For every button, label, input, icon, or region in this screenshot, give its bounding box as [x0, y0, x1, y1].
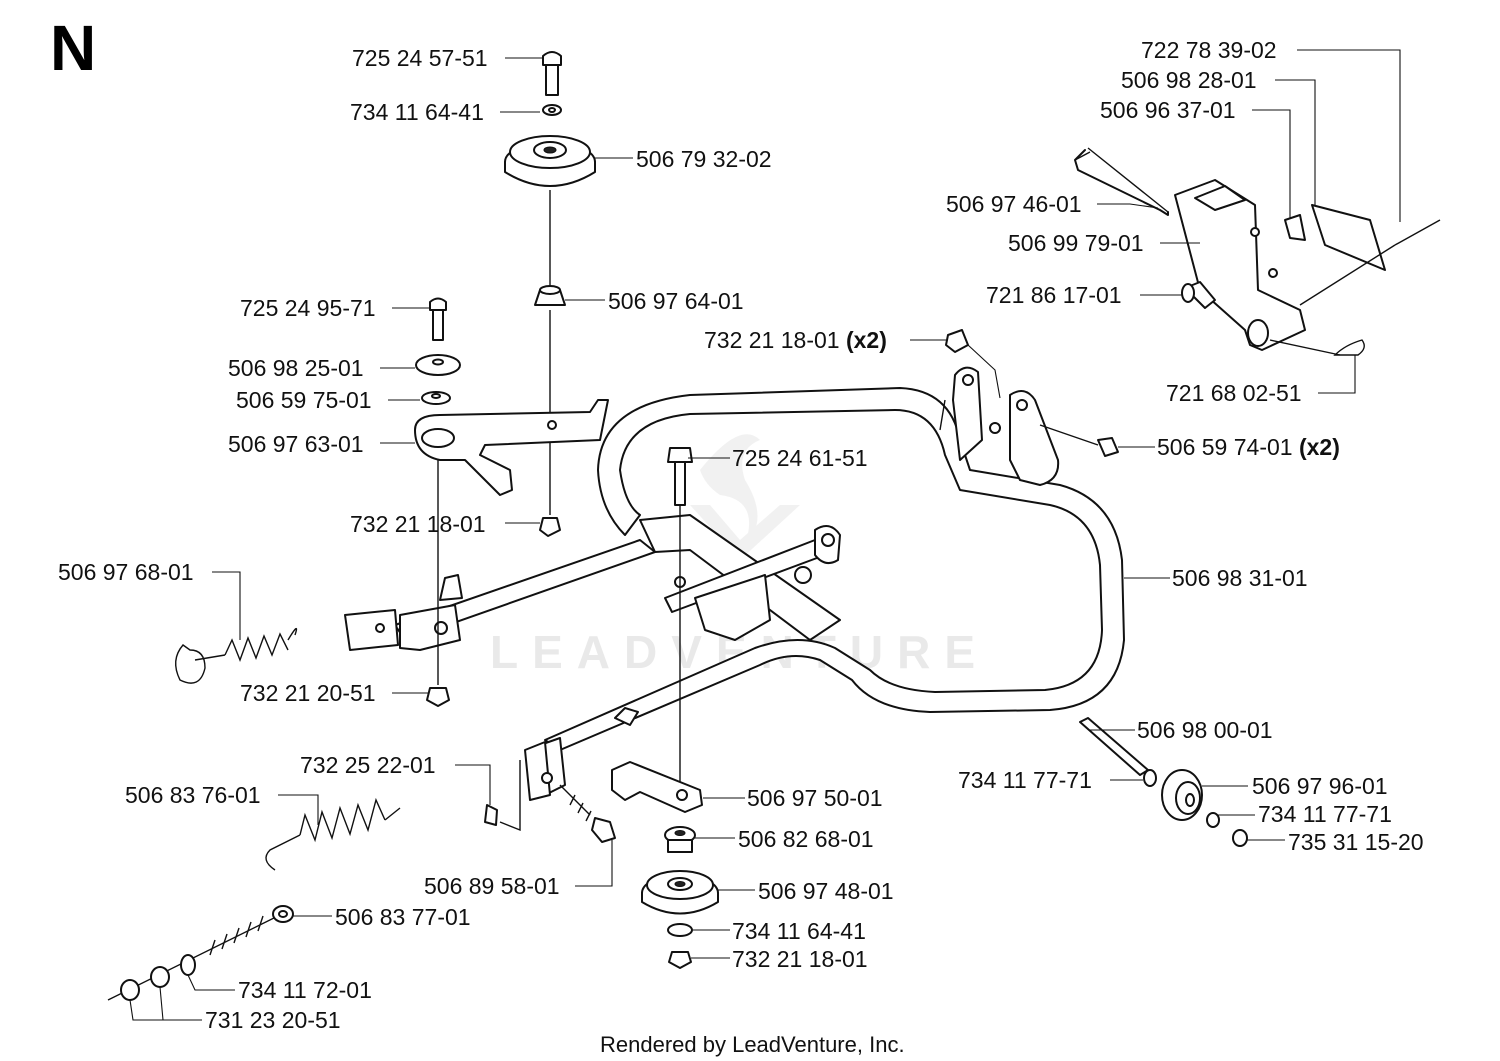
- callout-506-83-77-01: 506 83 77-01: [335, 904, 471, 930]
- callout-721-68-02-51: 721 68 02-51: [1166, 380, 1302, 406]
- callout-506-89-58-01: 506 89 58-01: [424, 873, 560, 899]
- callout-506-97-96-01: 506 97 96-01: [1252, 773, 1388, 799]
- gauge-wheel: [1079, 717, 1248, 847]
- callout-506-96-37-01: 506 96 37-01: [1100, 97, 1236, 123]
- center-bolt-pulley: [611, 447, 719, 969]
- section-letter: N: [50, 12, 96, 84]
- top-pulley-stack: [504, 51, 596, 537]
- callout-506-59-75-01: 506 59 75-01: [236, 387, 372, 413]
- callout-731-23-20-51: 731 23 20-51: [205, 1007, 341, 1033]
- watermark-logo: [690, 434, 800, 560]
- callout-labels: 725 24 57-51 734 11 64-41 506 79 32-02 5…: [58, 37, 1424, 1033]
- bracket-fasteners: [945, 329, 1119, 457]
- callout-725-24-57-51: 725 24 57-51: [352, 45, 488, 71]
- callout-732-21-18-01-x2: 732 21 18-01 (x2): [704, 327, 887, 353]
- callout-506-98-31-01: 506 98 31-01: [1172, 565, 1308, 591]
- left-lever-stack: [414, 297, 609, 707]
- callout-735-31-15-20: 735 31 15-20: [1288, 829, 1424, 855]
- callout-725-24-95-71: 725 24 95-71: [240, 295, 376, 321]
- adjuster-assembly: [107, 797, 401, 1001]
- callout-506-79-32-02: 506 79 32-02: [636, 146, 772, 172]
- callout-732-21-18-01-bottom: 732 21 18-01: [732, 946, 868, 972]
- callout-506-97-50-01: 506 97 50-01: [747, 785, 883, 811]
- callout-732-21-20-51: 732 21 20-51: [240, 680, 376, 706]
- callout-734-11-64-41-bottom: 734 11 64-41: [732, 918, 866, 944]
- callout-506-59-74-01-x2: 506 59 74-01 (x2): [1157, 434, 1340, 460]
- shoulder-bolt: [484, 760, 616, 843]
- callout-506-83-76-01: 506 83 76-01: [125, 782, 261, 808]
- callout-721-86-17-01: 721 86 17-01: [986, 282, 1122, 308]
- callout-506-97-48-01: 506 97 48-01: [758, 878, 894, 904]
- callout-725-24-61-51: 725 24 61-51: [732, 445, 868, 471]
- leader-lines: [129, 49, 1401, 1021]
- left-spring: [175, 627, 298, 684]
- callout-506-98-00-01: 506 98 00-01: [1137, 717, 1273, 743]
- callout-734-11-77-71-left: 734 11 77-71: [958, 767, 1092, 793]
- callout-506-82-68-01: 506 82 68-01: [738, 826, 874, 852]
- footer-credit: Rendered by LeadVenture, Inc.: [600, 1032, 905, 1057]
- callout-734-11-72-01: 734 11 72-01: [238, 977, 372, 1003]
- callout-732-25-22-01: 732 25 22-01: [300, 752, 436, 778]
- callout-722-78-39-02: 722 78 39-02: [1141, 37, 1277, 63]
- callout-732-21-18-01-left: 732 21 18-01: [350, 511, 486, 537]
- callout-506-98-25-01: 506 98 25-01: [228, 355, 364, 381]
- callout-734-11-64-41-top: 734 11 64-41: [350, 99, 484, 125]
- latch-assembly: [1074, 147, 1441, 356]
- callout-734-11-77-71-right: 734 11 77-71: [1258, 801, 1392, 827]
- callout-506-99-79-01: 506 99 79-01: [1008, 230, 1144, 256]
- callout-506-97-63-01: 506 97 63-01: [228, 431, 364, 457]
- callout-506-98-28-01: 506 98 28-01: [1121, 67, 1257, 93]
- callout-506-97-46-01: 506 97 46-01: [946, 191, 1082, 217]
- callout-506-97-64-01: 506 97 64-01: [608, 288, 744, 314]
- main-frame: [344, 366, 1125, 801]
- callout-506-97-68-01: 506 97 68-01: [58, 559, 194, 585]
